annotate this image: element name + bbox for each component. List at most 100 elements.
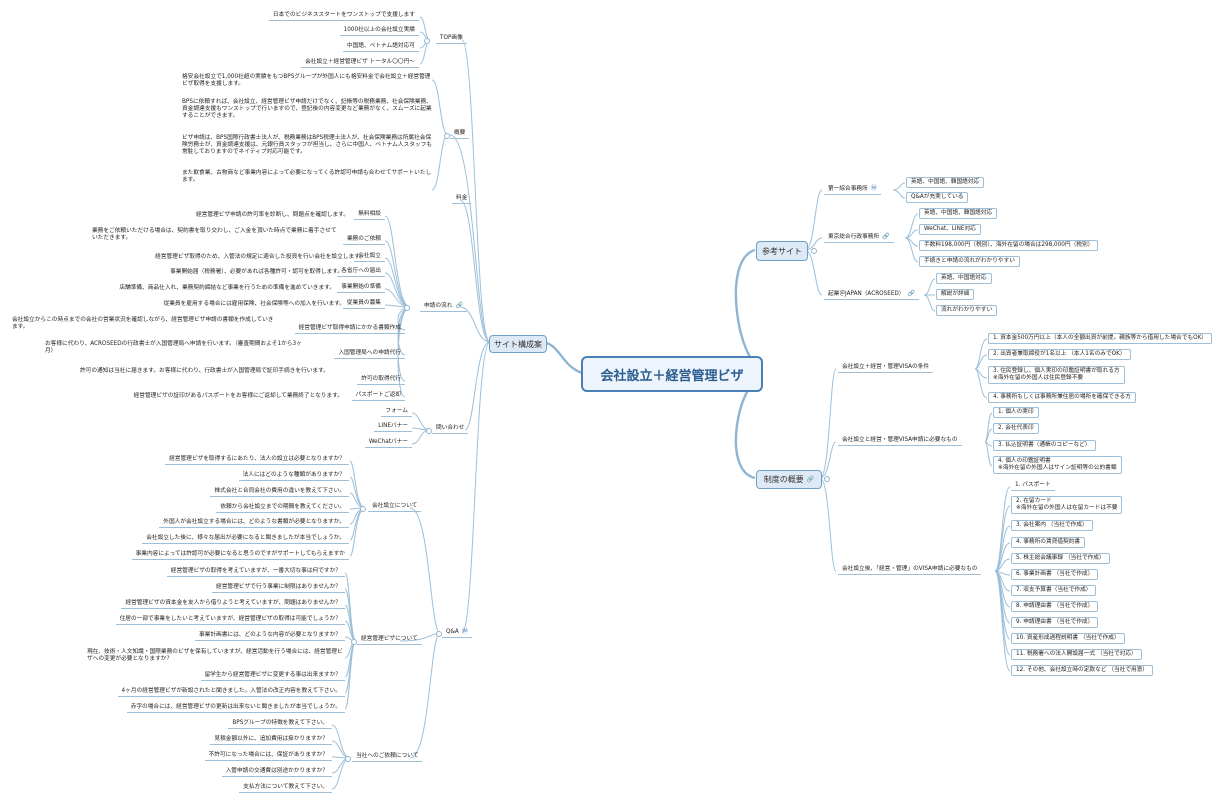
- sys-group-head[interactable]: 会社設立と経営・管理VISA申請に必要なもの: [838, 436, 962, 446]
- sys-item[interactable]: 4. 事務所もしくは事務所兼住居の場所を確保できる方: [988, 392, 1136, 403]
- ref-site-note[interactable]: 手数料198,000円（税別）、海外在留の場合は298,000円（税別）: [919, 240, 1099, 251]
- branch-application-flow[interactable]: 申請の流れ🔗: [420, 301, 467, 312]
- qa-question[interactable]: 支払方法について教えて下さい。: [239, 783, 332, 793]
- collapse-toggle[interactable]: [444, 133, 450, 139]
- link-icon[interactable]: 🔗: [455, 302, 463, 309]
- qa-question[interactable]: 経営管理ビザを取得するにあたり、法人の設立は必要となりますか？: [165, 455, 349, 465]
- qa-group-head[interactable]: 会社設立について: [368, 502, 422, 512]
- qa-question[interactable]: 事業計画書には、どのような内容が必要となりますか？: [194, 631, 345, 641]
- collapse-toggle[interactable]: [436, 631, 442, 637]
- qa-question[interactable]: 現在、技術・人文知識・国際業務のビザを保有していますが、経営活動を行う場合には、…: [87, 649, 343, 662]
- collapse-toggle[interactable]: [811, 248, 817, 254]
- qa-question[interactable]: 法人にはどのような種類がありますか？: [238, 471, 349, 481]
- collapse-toggle[interactable]: [345, 756, 351, 762]
- qa-question[interactable]: 事業内容によっては許認可が必要になると思うのですがサポートしてもらえますか: [131, 550, 349, 560]
- qa-question[interactable]: 経営管理ビザで行う事業に制限はありませんか？: [212, 583, 345, 593]
- qa-question[interactable]: 経営管理ビザの資本金を友人から借りようと考えていますが、問題はありませんか？: [121, 599, 345, 609]
- sys-item[interactable]: 1. パスポート: [1011, 481, 1055, 491]
- sys-group-head[interactable]: 会社設立後、「経営・管理」のVISA申請に必要なもの: [838, 565, 982, 575]
- collapse-toggle[interactable]: [360, 506, 366, 512]
- flow-step-head[interactable]: パスポートご返却: [351, 391, 405, 401]
- sys-item[interactable]: 6. 事業計画書 （当社で作成）: [1011, 569, 1099, 580]
- branch-top-image[interactable]: TOP画像: [436, 34, 467, 44]
- ref-site-note[interactable]: 英語、中国語対応: [936, 273, 992, 284]
- qa-group-head[interactable]: 経営管理ビザについて: [357, 635, 422, 645]
- wordpress-icon[interactable]: Ⓦ: [870, 185, 877, 192]
- sys-item[interactable]: 9. 申請理由書 （当社で作成）: [1011, 617, 1099, 628]
- sys-item[interactable]: 2. 出資者兼取締役が1名以上 （本人1名のみでOK）: [988, 349, 1131, 360]
- top-item[interactable]: 日本でのビジネススタートをワンストップで支援します: [268, 11, 419, 21]
- qa-group-head[interactable]: 当社へのご依頼について: [352, 752, 423, 762]
- ref-site-note[interactable]: 流れがわかりやすい: [936, 305, 998, 316]
- top-item[interactable]: 1000社以上の会社設立実績: [339, 26, 419, 36]
- ref-site[interactable]: 起業＠JAPAN（ACROSEED）🔗: [824, 289, 919, 300]
- central-topic[interactable]: 会社設立＋経営管理ビザ: [581, 356, 763, 392]
- collapse-toggle[interactable]: [824, 476, 830, 482]
- sys-item[interactable]: 12. その他、会社設立時の定款など （当社で用意）: [1011, 665, 1154, 676]
- sys-item[interactable]: 2. 在留カード ※海外在留の外国人は在留カードは不要: [1011, 496, 1123, 514]
- flow-step-head[interactable]: 従業員の募集: [342, 299, 385, 309]
- qa-question[interactable]: 会社設立した後に、様々な届出が必要になると聞きましたが本当でしょうか。: [142, 534, 349, 544]
- sys-item[interactable]: 3. 払込証明書（通帳のコピーなど）: [993, 440, 1096, 451]
- sys-item[interactable]: 7. 収支予算書（当社で作成）: [1011, 585, 1097, 596]
- branch-fee[interactable]: 料金: [452, 194, 472, 204]
- sys-item[interactable]: 5. 株主総会議事録 （当社で作成）: [1011, 553, 1110, 564]
- flow-step-head[interactable]: 会社設立: [354, 252, 385, 262]
- collapse-toggle[interactable]: [426, 428, 432, 434]
- qa-question[interactable]: 留学生から経営管理ビザに変更する事は出来ますか？: [200, 671, 345, 681]
- ref-site-note[interactable]: WeChat、LINE対応: [919, 224, 981, 235]
- sys-item[interactable]: 10. 資産形成過程説明書 （当社で作成）: [1011, 633, 1125, 644]
- branch-overview[interactable]: 概要: [450, 129, 470, 139]
- sys-item[interactable]: 1. 資本金500万円以上（本人の全額出資が前提。親族等から借用した場合でもOK…: [988, 333, 1212, 344]
- top-item[interactable]: 会社設立＋経営管理ビザ トータル〇〇円〜: [301, 58, 419, 68]
- flow-step-head[interactable]: 入国管理局への申請代行: [334, 349, 405, 359]
- qa-question[interactable]: 不許可になった場合には、保証がありますか？: [204, 751, 332, 761]
- link-icon[interactable]: 🔗: [882, 233, 890, 240]
- top-item[interactable]: 中国語、ベトナム語対応可: [342, 42, 419, 52]
- flow-step-head[interactable]: 各省庁への届出: [337, 267, 385, 277]
- topic-reference-sites[interactable]: 参考サイト: [756, 241, 808, 261]
- qa-question[interactable]: 入管申請の交通費は別途かかりますか？: [221, 767, 332, 777]
- flow-step-head[interactable]: 業務のご依頼: [342, 235, 385, 245]
- sys-item[interactable]: 4. 事務所の賃貸借契約書: [1011, 537, 1086, 548]
- qa-question[interactable]: 経営管理ビザの取得を考えていますが、一番大切な事は何ですか？: [166, 567, 345, 577]
- sys-item[interactable]: 3. 住民登録し、個人実印の印鑑証明書が取れる方 ※海外在留の外国人は住民登録不…: [988, 366, 1125, 384]
- link-icon[interactable]: 🔗: [806, 476, 815, 483]
- flow-step-head[interactable]: 事業開始の準備: [337, 283, 385, 293]
- ref-site-note[interactable]: 解説が詳細: [936, 289, 975, 300]
- branch-contact[interactable]: 問い合わせ: [432, 424, 469, 434]
- ref-site-note[interactable]: 英語、中国語、韓国語対応: [906, 177, 985, 188]
- ref-site-note[interactable]: Q&Aが充実している: [906, 192, 969, 203]
- sys-item[interactable]: 1. 個人の実印: [993, 407, 1039, 418]
- sys-item[interactable]: 3. 会社案内 （当社で作成）: [1011, 520, 1093, 531]
- ref-site-note[interactable]: 手続きと申請の流れがわかりやすい: [919, 256, 1020, 267]
- sys-item[interactable]: 11. 税務署への法人開設届一式 （当社で対応）: [1011, 649, 1142, 660]
- qa-question[interactable]: 依頼から会社設立までの期間を教えてください。: [216, 503, 349, 513]
- qa-question[interactable]: 外国人が会社設立する場合には、どのような書類が必要となりますか。: [159, 518, 349, 528]
- flow-step-head[interactable]: 許可の取得代行: [357, 375, 405, 385]
- sys-item[interactable]: 8. 申請理由書 （当社で作成）: [1011, 601, 1099, 612]
- qa-question[interactable]: 株式会社と合同会社の費用の違いを教えて下さい。: [210, 487, 349, 497]
- contact-item[interactable]: LINEバナー: [374, 422, 412, 432]
- qa-question[interactable]: 見積金額以外に、追加費用は掛かりますか？: [210, 735, 332, 745]
- qa-question[interactable]: 住居の一部で事業をしたいと考えていますが、経営管理ビザの取得は可能でしょうか？: [115, 615, 345, 625]
- sys-item[interactable]: 4. 個人の印鑑証明書 ※海外在留の外国人はサイン証明等の公的書類: [993, 456, 1122, 474]
- topic-system-overview[interactable]: 制度の概要🔗: [756, 470, 822, 489]
- sys-item[interactable]: 2. 会社代表印: [993, 423, 1039, 434]
- qa-question[interactable]: 赤字の場合には、経営管理ビザの更新は出来ないと聞きましたが本当でしょうか。: [126, 703, 345, 713]
- qa-question[interactable]: 4ヶ月の経営管理ビザが新設されたと聞きました。入管法の改正内容を教えて下さい。: [117, 687, 345, 697]
- collapse-toggle[interactable]: [351, 639, 357, 645]
- collapse-toggle[interactable]: [404, 305, 410, 311]
- collapse-toggle[interactable]: [424, 38, 430, 44]
- contact-item[interactable]: フォーム: [381, 407, 412, 417]
- sys-group-head[interactable]: 会社設立＋経営・管理VISAの条件: [838, 363, 934, 373]
- topic-site-structure[interactable]: サイト構成案: [489, 335, 547, 353]
- ref-site[interactable]: 東京総合行政事務所🔗: [824, 232, 894, 243]
- ref-site-note[interactable]: 英語、中国語、韓国語対応: [919, 208, 998, 219]
- qa-question[interactable]: BPSグループの特徴を教えて下さい。: [228, 719, 332, 729]
- link-icon[interactable]: 🔗: [907, 290, 915, 297]
- flow-step-head[interactable]: 経営管理ビザ取得申請にかかる書類作成: [294, 324, 405, 334]
- wordpress-icon[interactable]: Ⓦ: [461, 628, 468, 635]
